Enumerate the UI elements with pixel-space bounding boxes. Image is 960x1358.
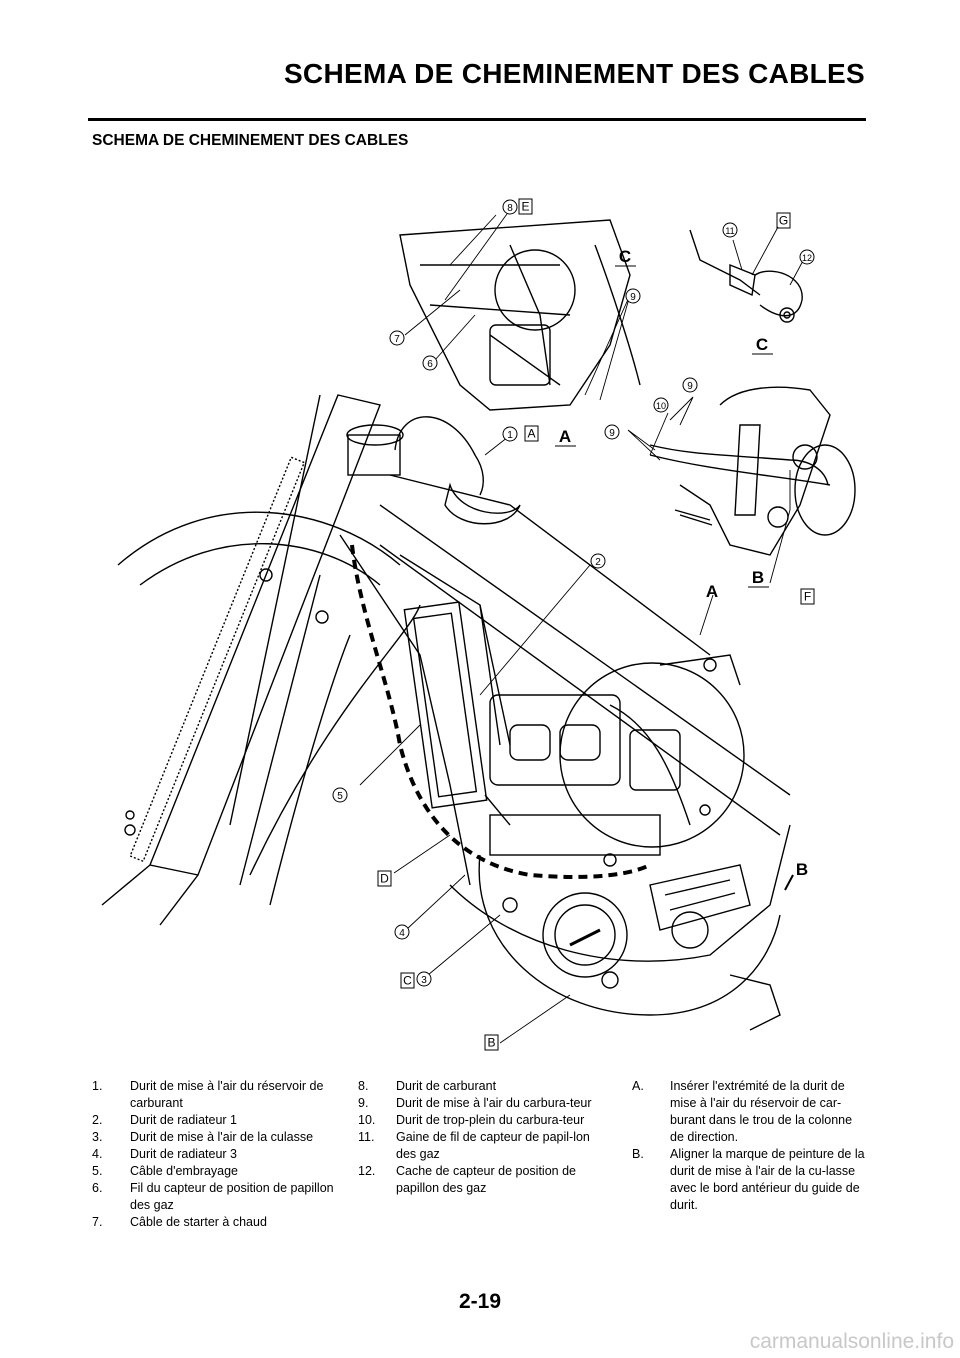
legend-item: 3.Durit de mise à l'air de la culasse (92, 1130, 314, 1144)
legend-item: 5.Câble d'embrayage (92, 1164, 239, 1178)
view-label-a-arrow: A (706, 582, 718, 601)
callout-7: 7 (394, 334, 400, 345)
box-label-b: B (487, 1036, 495, 1050)
cable-routing-diagram: 8 11 12 9 7 6 9 10 9 1 2 5 4 3 E G A D C… (101, 198, 856, 1051)
legend-item: 8.Durit de carburant (358, 1079, 497, 1093)
callout-9-mid: 9 (687, 381, 693, 392)
legend-column-2: 8.Durit de carburant 9.Durit de mise à l… (358, 1078, 598, 1197)
callout-4: 4 (399, 928, 405, 939)
callout-10: 10 (656, 401, 666, 411)
box-label-c: C (403, 974, 412, 988)
page-number: 2-19 (458, 1290, 502, 1313)
callout-6: 6 (427, 359, 433, 370)
view-label-a-detail: A (559, 427, 571, 446)
view-label-c-top: C (619, 247, 631, 266)
legend-note: B.Aligner la marque de peinture de la du… (632, 1147, 865, 1212)
view-label-b-arrow: B (796, 860, 808, 879)
view-label-b-detail: B (752, 568, 764, 587)
callout-8: 8 (507, 203, 513, 214)
detail-circle-b (559, 654, 745, 848)
vent-hoses-detail-a (649, 386, 856, 556)
box-label-f: F (804, 590, 811, 604)
engine-drawing (478, 694, 781, 1031)
legend-item: 7.Câble de starter à chaud (92, 1215, 267, 1229)
legend-item: 1.Durit de mise à l'air du réservoir de … (92, 1079, 324, 1110)
leader-lines (359, 206, 806, 1044)
legend-column-1: 1.Durit de mise à l'air du réservoir de … (92, 1078, 342, 1231)
box-label-a: A (527, 427, 535, 441)
legend-item: 6.Fil du capteur de position de papillon… (92, 1181, 334, 1212)
callout-9-top: 9 (630, 292, 636, 303)
header-rule (88, 118, 866, 121)
legend-note: A.Insérer l'extrémité de la durit de mis… (632, 1079, 853, 1144)
frame-drawing (339, 474, 791, 962)
legend-item: 11.Gaine de fil de capteur de papil-lon … (358, 1130, 590, 1161)
callout-9-low: 9 (609, 428, 615, 439)
carburetor-detail-top (399, 219, 641, 411)
box-label-e: E (521, 200, 529, 214)
callout-3: 3 (421, 975, 427, 986)
front-fork-drawing (101, 394, 421, 926)
header-title: SCHEMA DE CHEMINEMENT DES CABLES (283, 58, 865, 89)
callout-1: 1 (507, 430, 513, 441)
section-title: SCHEMA DE CHEMINEMENT DES CABLES (92, 132, 409, 149)
legend-item: 2.Durit de radiateur 1 (92, 1113, 238, 1127)
box-label-g: G (779, 214, 788, 228)
box-label-d: D (380, 872, 389, 886)
watermark: carmanualsonline.info (749, 1330, 954, 1353)
legend-column-3: A.Insérer l'extrémité de la durit de mis… (632, 1078, 868, 1214)
legend-item: 10.Durit de trop-plein du carbura-teur (358, 1113, 585, 1127)
callout-5: 5 (337, 791, 343, 802)
legend-item: 4.Durit de radiateur 3 (92, 1147, 238, 1161)
legend-item: 12.Cache de capteur de position de papil… (358, 1164, 576, 1195)
radiator-drawing (403, 601, 511, 826)
tps-detail-c (689, 229, 803, 323)
legend-item: 9.Durit de mise à l'air du carbura-teur (358, 1096, 592, 1110)
view-label-c-detail: C (756, 335, 768, 354)
callout-12: 12 (802, 253, 812, 263)
steering-head-drawing (346, 416, 521, 525)
callout-11: 11 (725, 226, 734, 236)
callout-2: 2 (595, 557, 601, 568)
clutch-cable-route (350, 544, 651, 879)
